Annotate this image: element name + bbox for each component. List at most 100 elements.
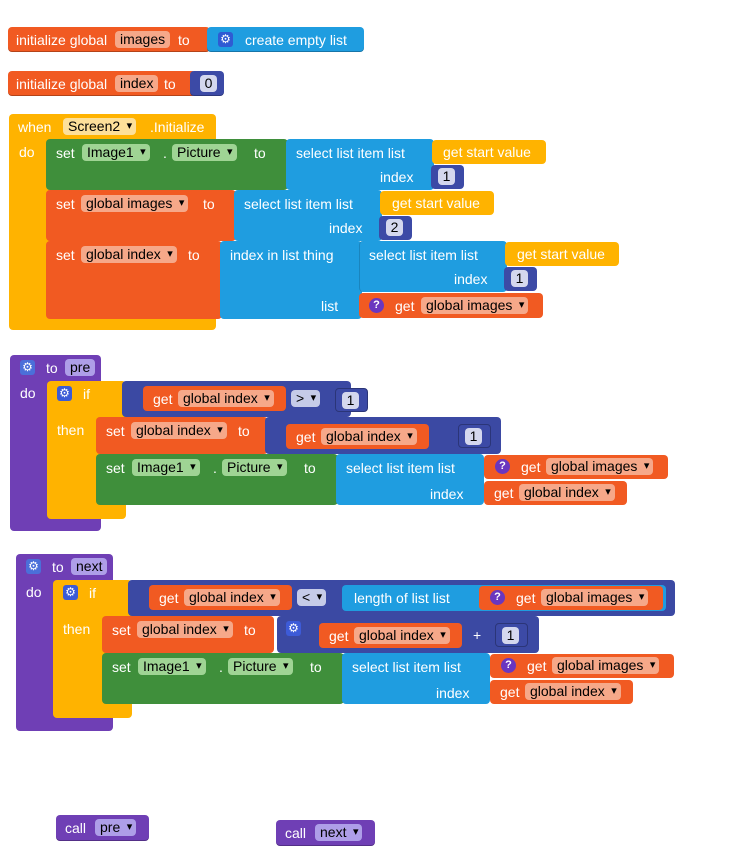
property-dropdown[interactable]: Picture xyxy=(228,658,293,675)
get-label: get xyxy=(153,391,173,407)
select-list-item-block[interactable]: select list item list index xyxy=(359,241,507,292)
create-empty-list-block[interactable]: ⚙ create empty list xyxy=(207,27,364,52)
get-label: get xyxy=(500,684,520,700)
set-global-index-block[interactable]: set global index to xyxy=(46,241,222,319)
init-prefix: initialize global xyxy=(16,32,108,48)
get-global-index-block[interactable]: get global index xyxy=(149,585,292,610)
variable-dropdown[interactable]: global index xyxy=(321,428,417,445)
component-dropdown[interactable]: Screen2 xyxy=(63,118,137,135)
number-block[interactable]: 0 xyxy=(190,71,224,96)
set-global-images-block[interactable]: set global images to xyxy=(46,190,236,241)
number-block[interactable]: 1 xyxy=(495,623,528,647)
number-block[interactable]: 1 xyxy=(335,388,368,412)
get-start-value-block[interactable]: get start value xyxy=(432,140,546,164)
variable-dropdown[interactable]: global index xyxy=(519,484,615,501)
property-dropdown[interactable]: Picture xyxy=(222,459,287,476)
number-block[interactable]: 2 xyxy=(379,216,412,240)
variable-dropdown[interactable]: global index xyxy=(81,246,177,263)
operator-dropdown[interactable]: > xyxy=(291,390,321,407)
component-dropdown[interactable]: Image1 xyxy=(82,144,150,161)
select-list-item-label: select list item list xyxy=(296,145,405,161)
get-global-index-block[interactable]: get global index xyxy=(319,623,462,648)
question-icon[interactable]: ? xyxy=(490,590,505,605)
variable-dropdown[interactable]: global index xyxy=(525,683,621,700)
get-global-index-block[interactable]: get global index xyxy=(286,424,429,449)
question-icon[interactable]: ? xyxy=(501,658,516,673)
call-next-block[interactable]: call next xyxy=(276,820,375,846)
procedure-name-field[interactable]: pre xyxy=(65,359,96,376)
set-image-picture-block[interactable]: set Image1 . Picture to xyxy=(96,454,338,505)
property-dropdown[interactable]: Picture xyxy=(172,144,237,161)
select-list-item-block[interactable]: select list item list index xyxy=(342,653,490,704)
number-value[interactable]: 1 xyxy=(438,168,455,185)
gear-icon[interactable]: ⚙ xyxy=(218,32,233,47)
init-global-index-block[interactable]: initialize global index to xyxy=(8,71,196,96)
set-image-picture-block[interactable]: set Image1 . Picture to xyxy=(46,139,288,190)
get-global-images-block[interactable]: ? get global images xyxy=(490,654,674,678)
variable-dropdown[interactable]: global images xyxy=(81,195,189,212)
set-image-picture-block[interactable]: set Image1 . Picture to xyxy=(102,653,344,704)
gear-icon[interactable]: ⚙ xyxy=(286,621,301,636)
number-value[interactable]: 1 xyxy=(465,428,482,445)
get-global-images-block[interactable]: ? get global images xyxy=(359,293,543,318)
number-value[interactable]: 2 xyxy=(386,219,403,236)
select-list-item-block[interactable]: select list item list index xyxy=(336,454,484,505)
procedure-dropdown[interactable]: pre xyxy=(95,819,137,836)
procedure-dropdown[interactable]: next xyxy=(315,824,363,841)
index-in-list-block[interactable]: index in list thing list xyxy=(220,241,362,319)
set-global-index-block[interactable]: set global index to xyxy=(102,616,274,653)
to-label: to xyxy=(310,659,322,675)
select-list-item-block[interactable]: select list item list index xyxy=(286,139,434,190)
number-value[interactable]: 1 xyxy=(502,627,519,644)
get-global-index-block[interactable]: get global index xyxy=(484,481,627,505)
var-name-field[interactable]: index xyxy=(115,75,159,92)
get-global-index-block[interactable]: get global index xyxy=(490,680,633,704)
gear-icon[interactable]: ⚙ xyxy=(63,585,78,600)
get-label: get xyxy=(516,590,536,606)
procedure-name-field[interactable]: next xyxy=(71,558,108,575)
variable-dropdown[interactable]: global index xyxy=(178,390,274,407)
get-start-value-label: get start value xyxy=(392,195,480,211)
number-block[interactable]: 1 xyxy=(504,267,537,291)
get-start-value-block[interactable]: get start value xyxy=(505,242,619,266)
variable-dropdown[interactable]: global images xyxy=(421,297,529,314)
to-label: to xyxy=(203,196,215,212)
number-value[interactable]: 1 xyxy=(342,392,359,409)
get-global-images-block[interactable]: ? get global images xyxy=(484,455,668,479)
variable-dropdown[interactable]: global images xyxy=(552,657,660,674)
to-label: to xyxy=(304,460,316,476)
number-block[interactable]: 1 xyxy=(431,165,464,189)
get-start-value-block[interactable]: get start value xyxy=(380,191,494,215)
do-label: do xyxy=(20,385,36,401)
gear-icon[interactable]: ⚙ xyxy=(26,559,41,574)
number-value[interactable]: 1 xyxy=(511,270,528,287)
get-global-images-block[interactable]: ? get global images xyxy=(479,586,663,610)
get-label: get xyxy=(527,658,547,674)
variable-dropdown[interactable]: global images xyxy=(541,589,649,606)
component-dropdown[interactable]: Image1 xyxy=(132,459,200,476)
question-icon[interactable]: ? xyxy=(495,459,510,474)
variable-dropdown[interactable]: global images xyxy=(546,458,654,475)
var-name-field[interactable]: images xyxy=(115,31,171,48)
gear-icon[interactable]: ⚙ xyxy=(57,386,72,401)
call-label: call xyxy=(285,825,307,841)
get-global-index-block[interactable]: get global index xyxy=(143,386,286,411)
set-global-index-block[interactable]: set global index to xyxy=(96,417,268,454)
select-list-item-block[interactable]: select list item list index xyxy=(234,190,382,241)
number-block[interactable]: 1 xyxy=(458,424,491,448)
variable-dropdown[interactable]: global index xyxy=(184,589,280,606)
do-label: do xyxy=(26,584,42,600)
component-dropdown[interactable]: Image1 xyxy=(138,658,206,675)
operator-dropdown[interactable]: < xyxy=(297,589,327,606)
variable-dropdown[interactable]: global index xyxy=(131,422,227,439)
init-global-images-block[interactable]: initialize global images to xyxy=(8,27,210,52)
index-label: index xyxy=(430,486,464,502)
variable-dropdown[interactable]: global index xyxy=(137,621,233,638)
question-icon[interactable]: ? xyxy=(369,298,384,313)
call-pre-block[interactable]: call pre xyxy=(56,815,149,841)
variable-dropdown[interactable]: global index xyxy=(354,627,450,644)
number-value[interactable]: 0 xyxy=(200,75,217,92)
set-label: set xyxy=(56,196,75,212)
gear-icon[interactable]: ⚙ xyxy=(20,360,35,375)
to-label: to xyxy=(164,76,176,92)
